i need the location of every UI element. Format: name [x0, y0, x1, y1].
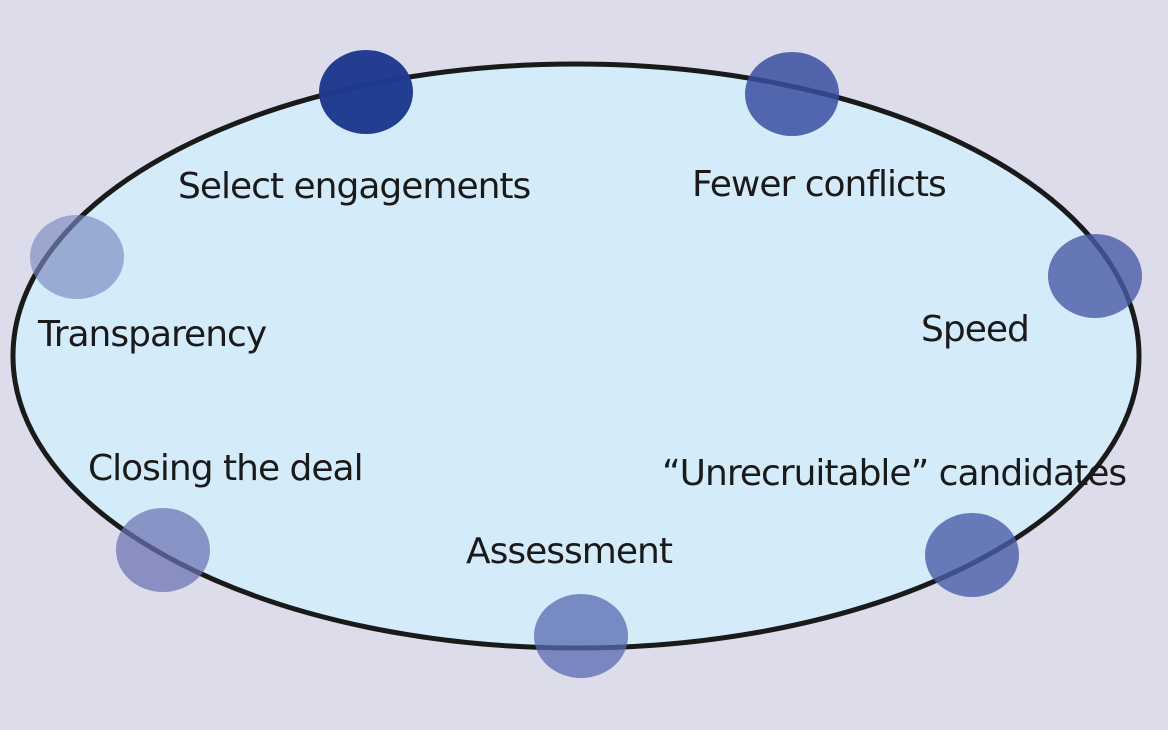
node-circle-select-engagements	[319, 50, 413, 134]
node-circle-fewer-conflicts	[745, 52, 839, 136]
node-circle-assessment	[534, 594, 628, 678]
label-unrecruitable-candidates: “Unrecruitable” candidates	[662, 453, 1126, 494]
label-speed: Speed	[921, 309, 1029, 350]
label-transparency: Transparency	[37, 314, 267, 355]
node-circles	[30, 50, 1142, 678]
label-fewer-conflicts: Fewer conflicts	[692, 164, 946, 205]
node-circle-closing-the-deal	[116, 508, 210, 592]
label-closing-the-deal: Closing the deal	[88, 448, 363, 489]
label-assessment: Assessment	[466, 531, 673, 572]
node-circle-speed	[1048, 234, 1142, 318]
label-select-engagements: Select engagements	[178, 166, 530, 207]
node-circle-unrecruitable-candidates	[925, 513, 1019, 597]
node-circle-transparency	[30, 215, 124, 299]
